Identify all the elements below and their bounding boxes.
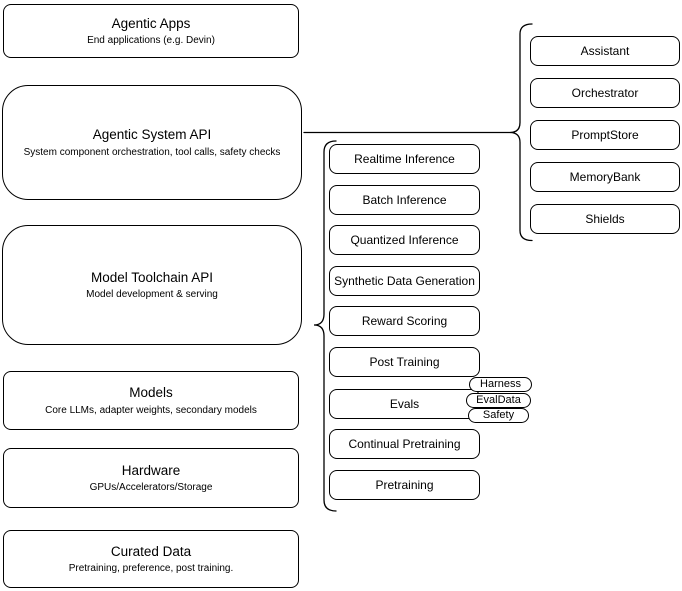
box-subtitle: Model development & serving bbox=[86, 289, 218, 301]
box-subtitle: GPUs/Accelerators/Storage bbox=[89, 482, 213, 494]
box-orchestrator: Orchestrator bbox=[530, 78, 680, 108]
tag-harness: Harness bbox=[469, 377, 532, 392]
box-title: Agentic System API bbox=[92, 127, 212, 143]
box-batch-inference: Batch Inference bbox=[329, 185, 480, 215]
box-agentic-apps: Agentic Apps End applications (e.g. Devi… bbox=[3, 4, 299, 58]
components-brace bbox=[509, 23, 533, 242]
box-subtitle: End applications (e.g. Devin) bbox=[87, 35, 215, 47]
box-subtitle: Pretraining, preference, post training. bbox=[68, 563, 234, 575]
tag-safety: Safety bbox=[468, 408, 529, 423]
box-shields: Shields bbox=[530, 204, 680, 234]
box-subtitle: Core LLMs, adapter weights, secondary mo… bbox=[45, 404, 257, 416]
box-memorybank: MemoryBank bbox=[530, 162, 680, 192]
box-continual-pretraining: Continual Pretraining bbox=[329, 429, 480, 459]
box-title: Hardware bbox=[121, 462, 181, 478]
box-synthetic-data-generation: Synthetic Data Generation bbox=[329, 266, 480, 296]
box-model-toolchain-api: Model Toolchain API Model development & … bbox=[2, 225, 302, 345]
box-curated-data: Curated Data Pretraining, preference, po… bbox=[3, 530, 299, 588]
box-title: Curated Data bbox=[110, 543, 192, 559]
box-reward-scoring: Reward Scoring bbox=[329, 306, 480, 336]
tag-evaldata: EvalData bbox=[466, 393, 531, 408]
box-hardware: Hardware GPUs/Accelerators/Storage bbox=[3, 448, 299, 508]
box-pretraining: Pretraining bbox=[329, 470, 480, 500]
box-assistant: Assistant bbox=[530, 36, 680, 66]
box-promptstore: PromptStore bbox=[530, 120, 680, 150]
box-title: Models bbox=[129, 385, 173, 401]
box-evals: Evals bbox=[329, 389, 480, 419]
box-realtime-inference: Realtime Inference bbox=[329, 144, 480, 174]
box-title: Model Toolchain API bbox=[90, 269, 214, 285]
box-title: Agentic Apps bbox=[111, 15, 191, 31]
box-post-training: Post Training bbox=[329, 347, 480, 377]
box-models: Models Core LLMs, adapter weights, secon… bbox=[3, 371, 299, 430]
box-subtitle: System component orchestration, tool cal… bbox=[23, 146, 281, 158]
box-quantized-inference: Quantized Inference bbox=[329, 225, 480, 255]
box-agentic-system-api: Agentic System API System component orch… bbox=[2, 85, 302, 200]
